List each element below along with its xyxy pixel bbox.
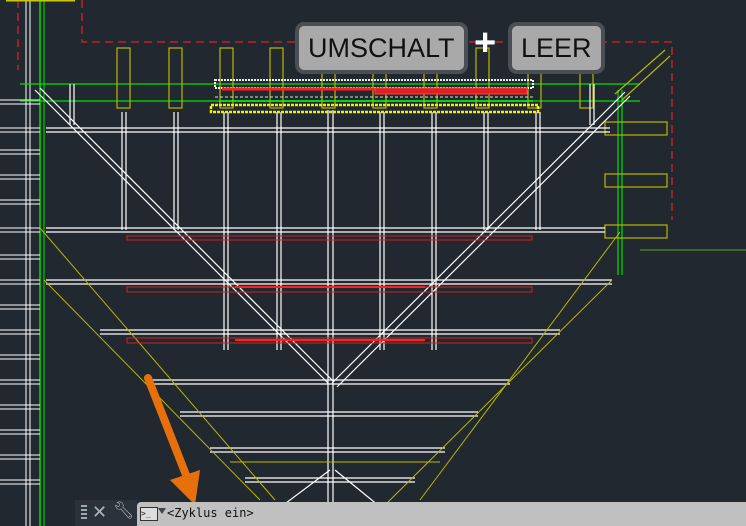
red-dashed-boundary (17, 0, 673, 220)
left-column (0, 0, 75, 526)
chevron-down-icon[interactable] (158, 508, 166, 514)
red-rectangles (126, 235, 533, 344)
terminal-icon[interactable]: >_ (140, 507, 158, 521)
yellow-post (168, 47, 183, 109)
yellow-outline (39, 227, 746, 507)
diagonal-brace (39, 87, 334, 382)
command-line-controls: ✕ 🔧︎ (75, 500, 137, 526)
key-umschalt: UMSCHALT (295, 22, 468, 74)
yellow-post (269, 47, 284, 109)
selected-beam[interactable] (209, 79, 540, 114)
plus-sign: + (474, 22, 497, 64)
right-yellow-blocks (604, 49, 671, 239)
yellow-post (475, 47, 490, 109)
close-icon[interactable]: ✕ (92, 502, 108, 522)
yellow-post (116, 47, 131, 109)
white-structure (34, 84, 631, 526)
orange-arrow (144, 374, 200, 505)
drag-grip-icon[interactable] (81, 505, 87, 521)
command-input[interactable]: >_ <Zyklus ein> (137, 502, 746, 526)
wrench-icon[interactable]: 🔧︎ (113, 501, 135, 520)
command-line-bar: ✕ 🔧︎ >_ <Zyklus ein> (75, 500, 746, 526)
yellow-post (219, 47, 234, 109)
command-prompt: <Zyklus ein> (167, 506, 254, 520)
key-leer: LEER (508, 22, 605, 74)
